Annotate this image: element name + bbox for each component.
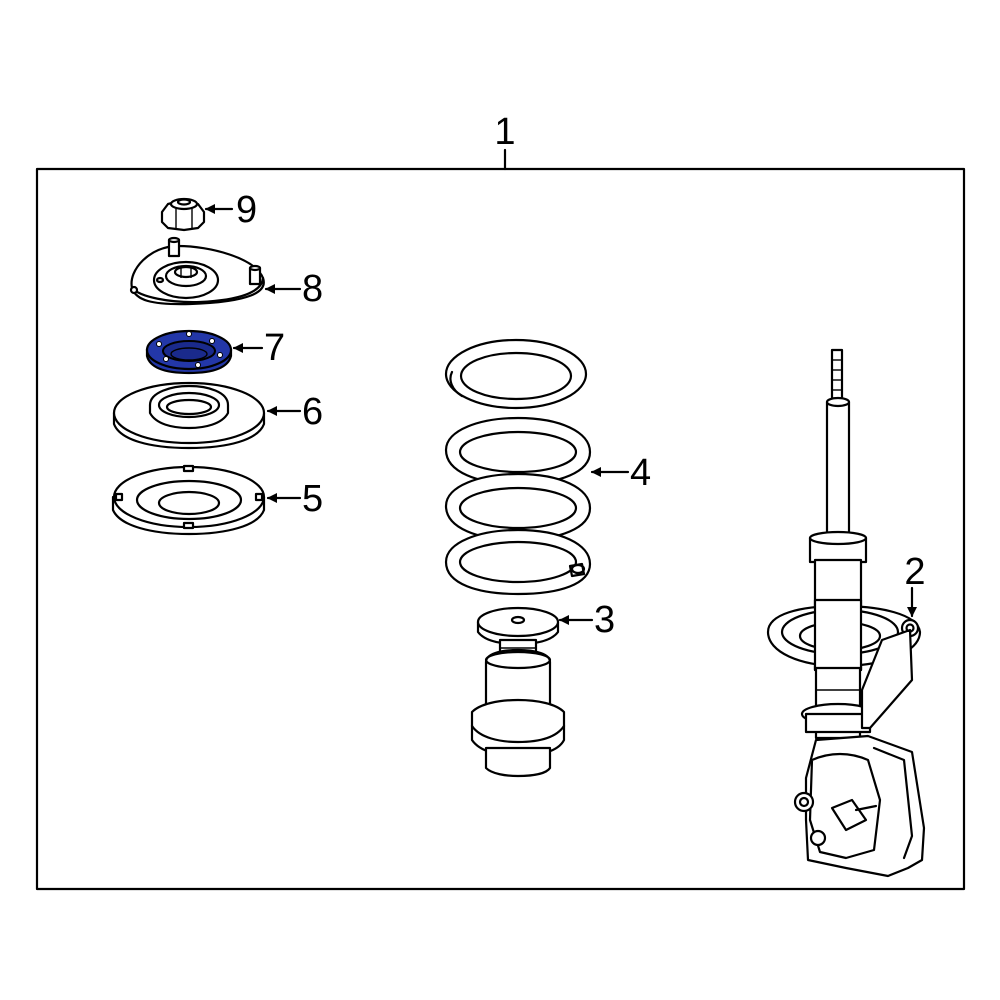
bump-stop-part[interactable] — [470, 606, 566, 778]
callout-4-label[interactable]: 4 — [630, 452, 651, 494]
callout-8-label[interactable]: 8 — [302, 268, 323, 310]
nut-part[interactable] — [160, 197, 206, 232]
coil-spring-part[interactable] — [444, 338, 592, 596]
strut-part[interactable] — [766, 348, 926, 878]
callout-2-label[interactable]: 2 — [904, 551, 925, 593]
bearing-part[interactable] — [145, 329, 233, 375]
callout-9-label[interactable]: 9 — [236, 189, 257, 231]
lower-spring-seat-part[interactable] — [111, 464, 266, 536]
callout-5-label[interactable]: 5 — [302, 478, 323, 520]
assembly-frame — [35, 148, 966, 891]
callout-1-label[interactable]: 1 — [494, 111, 515, 153]
upper-spring-seat-part[interactable] — [112, 381, 266, 450]
strut-mount-part[interactable] — [129, 236, 265, 306]
callout-7-label[interactable]: 7 — [264, 327, 285, 369]
callout-6-label[interactable]: 6 — [302, 391, 323, 433]
callout-3-label[interactable]: 3 — [594, 599, 615, 641]
